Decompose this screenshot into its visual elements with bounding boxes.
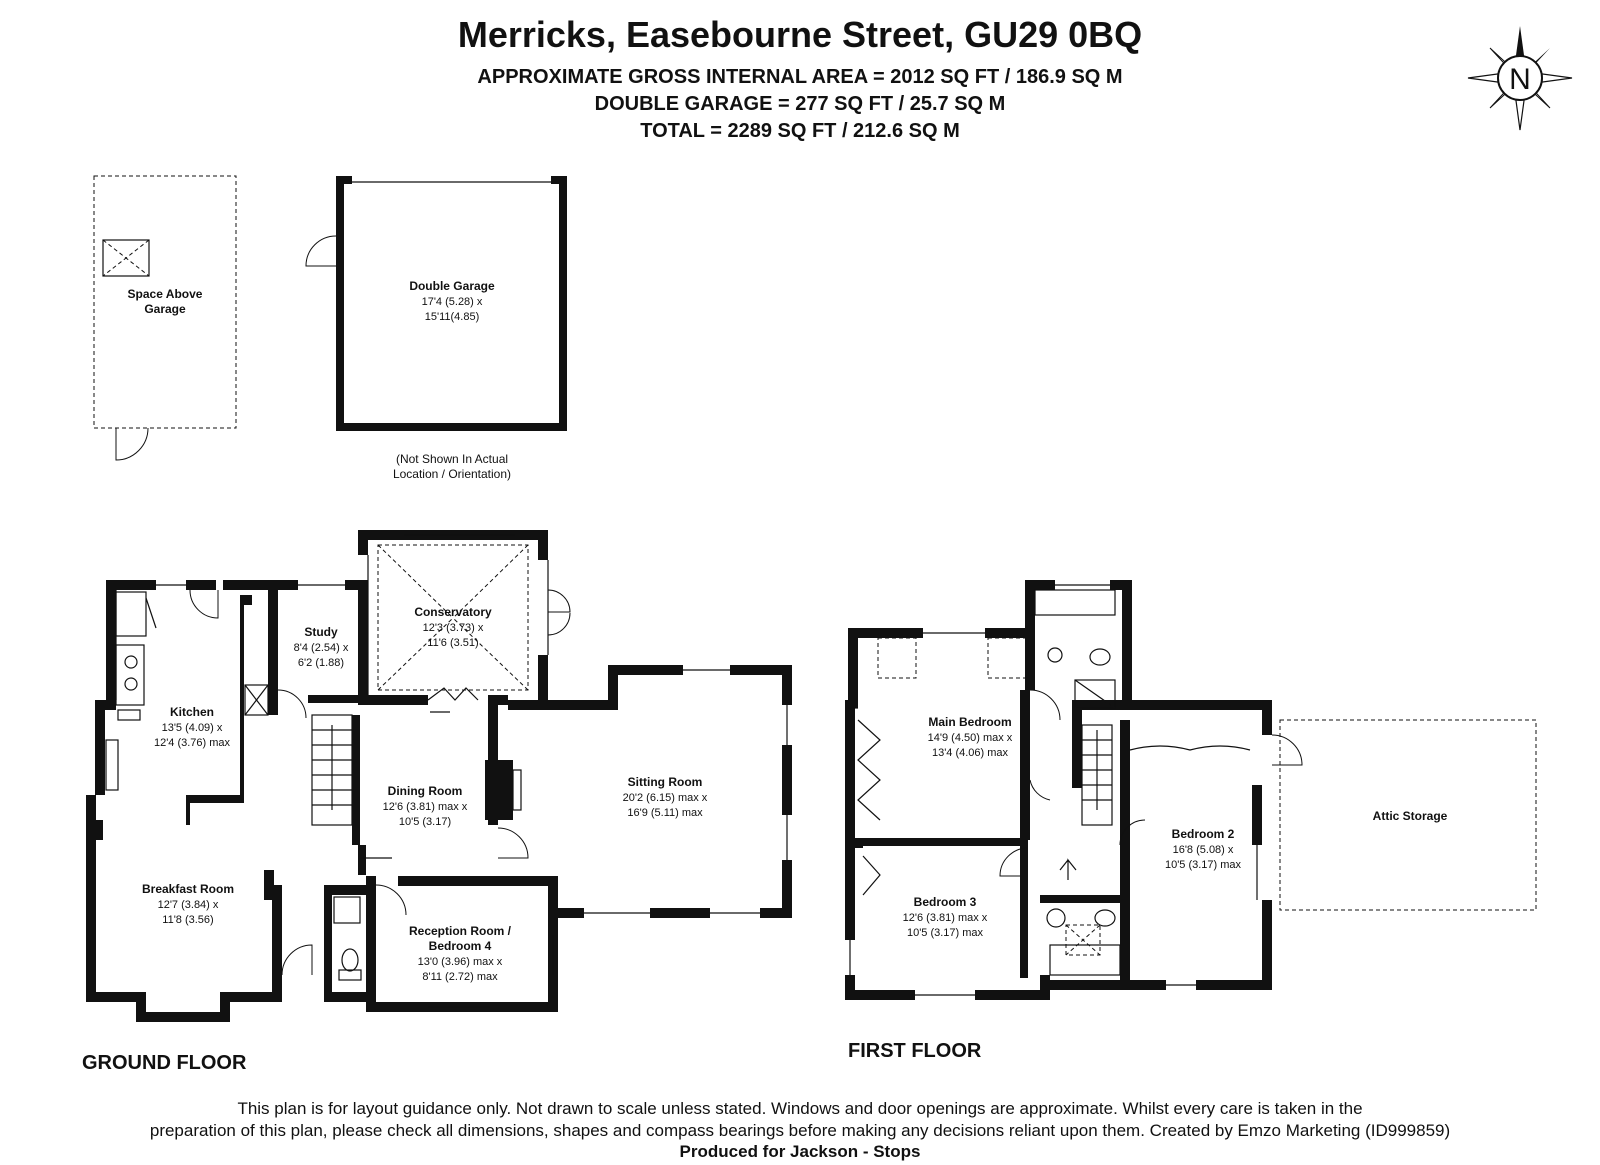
dining-room-name: Dining Room bbox=[388, 784, 463, 798]
double-garage-name: Double Garage bbox=[409, 279, 495, 293]
main-bedroom-dim-2: 13'4 (4.06) max bbox=[932, 747, 1009, 759]
attic-storage-label: Attic Storage bbox=[1373, 809, 1448, 823]
reception-room-name: Reception Room / bbox=[409, 924, 512, 938]
conservatory-dim-2: 11'6 (3.51) bbox=[427, 637, 478, 649]
study-dim-1: 8'4 (2.54) x bbox=[294, 642, 349, 654]
double-garage-dim-2: 15'11(4.85) bbox=[425, 311, 480, 323]
main-bedroom-name: Main Bedroom bbox=[928, 715, 1011, 729]
bedroom-2-dim-1: 16'8 (5.08) x bbox=[1173, 844, 1234, 856]
plan-title: Merricks, Easebourne Street, GU29 0BQ bbox=[457, 14, 1143, 55]
breakfast-room-dim-2: 11'8 (3.56) bbox=[162, 914, 213, 926]
bedroom-3-name: Bedroom 3 bbox=[914, 895, 977, 909]
sitting-room-dim-2: 16'9 (5.11) max bbox=[627, 807, 703, 819]
reception-room-dim-1: 13'0 (3.96) max x bbox=[418, 956, 503, 968]
ground-floor-label: GROUND FLOOR bbox=[82, 1052, 247, 1074]
double-garage: Double Garage 17'4 (5.28) x 15'11(4.85) … bbox=[305, 176, 567, 481]
garage-note-1: (Not Shown In Actual bbox=[396, 452, 508, 466]
reception-room-dim-2: 8'11 (2.72) max bbox=[422, 971, 498, 983]
breakfast-room-name: Breakfast Room bbox=[142, 882, 234, 896]
north-compass-icon: N bbox=[1467, 26, 1573, 131]
dining-room-dim-2: 10'5 (3.17) bbox=[399, 816, 451, 828]
reception-room-name-2: Bedroom 4 bbox=[429, 939, 492, 953]
ground-floor-plan bbox=[86, 530, 792, 1022]
disclaimer-line-1: This plan is for layout guidance only. N… bbox=[237, 1099, 1363, 1118]
space-above-label-2: Garage bbox=[144, 302, 186, 316]
conservatory-name: Conservatory bbox=[414, 605, 492, 619]
kitchen-name: Kitchen bbox=[170, 705, 214, 719]
main-bedroom-dim-1: 14'9 (4.50) max x bbox=[928, 732, 1013, 744]
bedroom-3-dim-2: 10'5 (3.17) max bbox=[907, 927, 984, 939]
disclaimer-line-2: preparation of this plan, please check a… bbox=[149, 1121, 1451, 1140]
total-area-line: TOTAL = 2289 SQ FT / 212.6 SQ M bbox=[640, 120, 960, 142]
produced-for: Produced for Jackson - Stops bbox=[679, 1142, 921, 1161]
sitting-room-dim-1: 20'2 (6.15) max x bbox=[623, 792, 708, 804]
bedroom-3-dim-1: 12'6 (3.81) max x bbox=[903, 912, 988, 924]
compass-letter: N bbox=[1509, 63, 1531, 96]
study-dim-2: 6'2 (1.88) bbox=[298, 657, 344, 669]
sitting-room-name: Sitting Room bbox=[628, 775, 703, 789]
breakfast-room-dim-1: 12'7 (3.84) x bbox=[158, 899, 219, 911]
kitchen-dim-1: 13'5 (4.09) x bbox=[162, 722, 223, 734]
first-floor-label: FIRST FLOOR bbox=[848, 1040, 982, 1062]
double-garage-dim-1: 17'4 (5.28) x bbox=[422, 296, 483, 308]
bedroom-2-dim-2: 10'5 (3.17) max bbox=[1165, 859, 1242, 871]
kitchen-dim-2: 12'4 (3.76) max bbox=[154, 737, 231, 749]
dining-room-dim-1: 12'6 (3.81) max x bbox=[383, 801, 468, 813]
space-above-garage: Space Above Garage bbox=[93, 175, 237, 461]
bedroom-2-name: Bedroom 2 bbox=[1172, 827, 1235, 841]
space-above-label-1: Space Above bbox=[128, 287, 203, 301]
conservatory-dim-1: 12'3 (3.73) x bbox=[423, 622, 484, 634]
study-name: Study bbox=[304, 625, 338, 639]
area-line: APPROXIMATE GROSS INTERNAL AREA = 2012 S… bbox=[477, 66, 1123, 88]
first-floor-plan bbox=[845, 580, 1537, 1000]
garage-note-2: Location / Orientation) bbox=[393, 467, 511, 481]
garage-area-line: DOUBLE GARAGE = 277 SQ FT / 25.7 SQ M bbox=[594, 93, 1006, 115]
